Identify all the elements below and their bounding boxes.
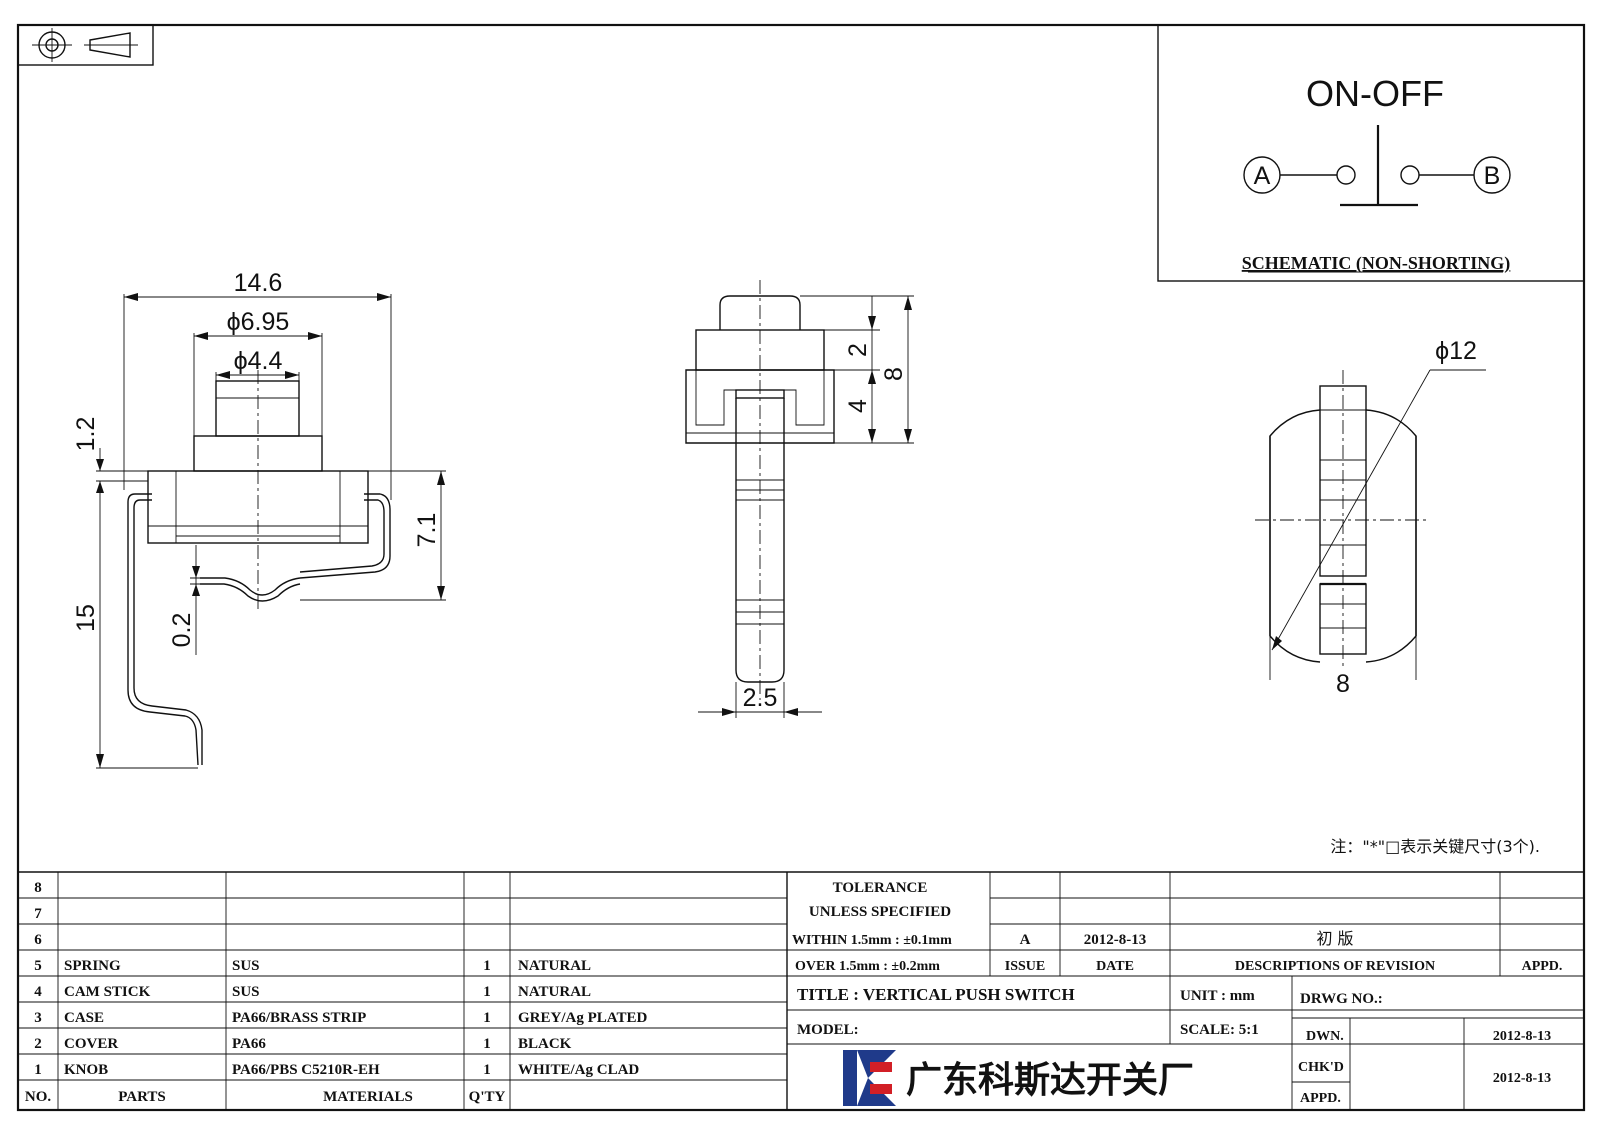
dim-top-dia: ϕ12 xyxy=(1435,337,1477,365)
dim-side-total: 8 xyxy=(880,367,908,381)
bom-cell-finish: NATURAL xyxy=(518,958,591,974)
bom-cell-qty: 1 xyxy=(483,1010,491,1026)
dim-front-dia-knob: ϕ4.4 xyxy=(234,347,283,375)
revision-issue: A xyxy=(1020,932,1031,948)
bom-cell-part: SPRING xyxy=(64,958,121,974)
company-logo-icon xyxy=(843,1050,896,1106)
revision-desc-label: DESCRIPTIONS OF REVISION xyxy=(1235,959,1435,974)
bom-cell-part: CAM STICK xyxy=(64,984,151,1000)
tolerance-line3: WITHIN 1.5mm : ±0.1mm xyxy=(792,933,952,948)
schematic-title: ON-OFF xyxy=(1306,73,1444,114)
tolerance-line2: UNLESS SPECIFIED xyxy=(809,904,951,920)
schematic-panel: ON-OFF A B SCHEMATIC (NON-SHORTING) xyxy=(1157,24,1585,282)
tolerance-line4: OVER 1.5mm : ±0.2mm xyxy=(795,959,940,974)
revision-date: 2012-8-13 xyxy=(1084,932,1147,948)
dim-top-width: 8 xyxy=(1336,670,1350,698)
bom-cell-no: 6 xyxy=(34,932,42,948)
dim-side-stick-width: 2.5 xyxy=(743,684,778,712)
revision-issue-label: ISSUE xyxy=(1005,959,1045,974)
dim-front-dia-mid: ϕ6.95 xyxy=(227,308,290,336)
dim-front-knob-height: 1.2 xyxy=(72,417,100,452)
bom-cell-material: SUS xyxy=(232,958,260,974)
tolerance-line1: TOLERANCE xyxy=(833,880,928,896)
drawing-model-label: MODEL: xyxy=(797,1022,859,1038)
bom-cell-qty: 1 xyxy=(483,1062,491,1078)
bom-cell-no: 7 xyxy=(34,906,42,922)
bom-cell-finish: WHITE/Ag CLAD xyxy=(518,1062,639,1078)
revision-appd-label: APPD. xyxy=(1522,959,1563,974)
company-name: 广东科斯达开关厂 xyxy=(906,1060,1194,1101)
bom-header-no: NO. xyxy=(25,1089,52,1105)
bom-cell-material: PA66/BRASS STRIP xyxy=(232,1010,366,1026)
dim-front-width: 14.6 xyxy=(234,269,283,297)
drawing-note: 注："*"□表示关键尺寸(3个). xyxy=(1330,837,1540,856)
schematic-caption: SCHEMATIC (NON-SHORTING) xyxy=(1242,253,1511,274)
bom-cell-qty: 1 xyxy=(483,958,491,974)
bom-cell-qty: 1 xyxy=(483,984,491,1000)
bom-cell-no: 3 xyxy=(34,1010,42,1026)
projection-symbol-icon xyxy=(17,24,154,66)
sheet-border xyxy=(16,23,1586,1112)
drawing-number-label: DRWG NO.: xyxy=(1300,991,1383,1007)
bom-cell-material: SUS xyxy=(232,984,260,1000)
terminal-b-label: B xyxy=(1484,162,1501,190)
bom-cell-no: 5 xyxy=(34,958,42,974)
bom-cell-part: KNOB xyxy=(64,1062,108,1078)
bom-cell-part: COVER xyxy=(64,1036,118,1052)
bom-cell-no: 8 xyxy=(34,880,42,896)
bom-cell-qty: 1 xyxy=(483,1036,491,1052)
bom-cell-material: PA66/PBS C5210R-EH xyxy=(232,1062,380,1078)
bom-cell-no: 1 xyxy=(34,1062,42,1078)
top-view: ϕ12 8 xyxy=(1255,337,1486,698)
drawing-scale: SCALE: 5:1 xyxy=(1180,1022,1259,1038)
drawing-unit: UNIT : mm xyxy=(1180,988,1255,1004)
bom-cell-finish: BLACK xyxy=(518,1036,572,1052)
dwn-date: 2012-8-13 xyxy=(1493,1029,1551,1044)
chkd-date: 2012-8-13 xyxy=(1493,1071,1551,1086)
revision-date-label: DATE xyxy=(1096,959,1134,974)
bom-cell-finish: GREY/Ag PLATED xyxy=(518,1010,647,1026)
bom-cell-finish: NATURAL xyxy=(518,984,591,1000)
dim-side-lower: 4 xyxy=(844,399,872,413)
revision-description: 初 版 xyxy=(1316,929,1353,948)
dim-front-body-height: 7.1 xyxy=(413,513,441,548)
appd-label: APPD. xyxy=(1300,1091,1341,1106)
dim-front-total-height: 15 xyxy=(72,604,100,632)
bom-cell-part: CASE xyxy=(64,1010,104,1026)
side-view: 2 4 8 2.5 xyxy=(685,280,914,718)
bom-header-parts: PARTS xyxy=(118,1089,166,1105)
dim-front-gap: 0.2 xyxy=(168,613,196,648)
bom-cell-material: PA66 xyxy=(232,1036,266,1052)
dwn-label: DWN. xyxy=(1306,1029,1344,1044)
terminal-b-icon xyxy=(1473,156,1511,194)
bom-cell-no: 2 xyxy=(34,1036,42,1052)
chkd-label: CHK'D xyxy=(1298,1060,1344,1075)
bom-header-qty: Q'TY xyxy=(469,1089,506,1105)
terminal-a-label: A xyxy=(1254,162,1271,190)
front-view: 14.6 ϕ6.95 ϕ4.4 1.2 15 7.1 xyxy=(72,269,446,769)
drawing-title: TITLE : VERTICAL PUSH SWITCH xyxy=(797,985,1075,1004)
bom-cell-no: 4 xyxy=(34,984,42,1000)
bom-header-materials: MATERIALS xyxy=(323,1089,413,1105)
dim-side-step: 2 xyxy=(844,343,872,357)
